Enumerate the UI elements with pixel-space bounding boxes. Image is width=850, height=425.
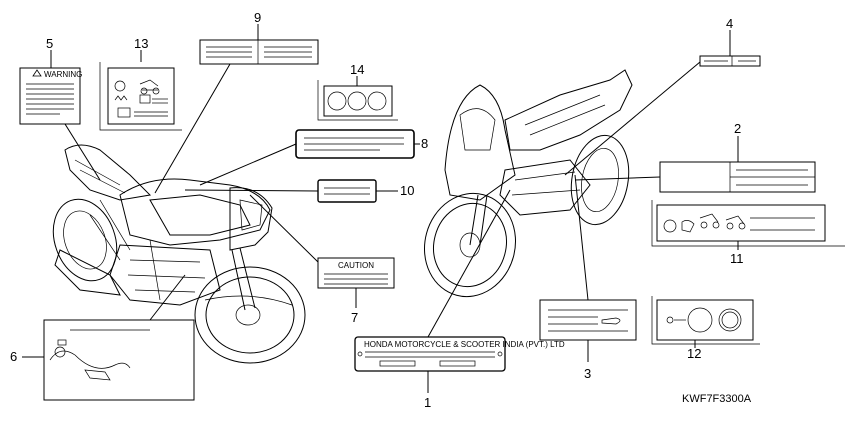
label-8 — [295, 129, 415, 159]
label-13 — [99, 62, 182, 131]
right-motorcycle-illustration — [423, 69, 633, 298]
label-10 — [317, 179, 377, 203]
label-11 — [651, 200, 845, 247]
callout-8: 8 — [421, 136, 428, 151]
diagram-code: KWF7F3300A — [682, 393, 752, 405]
callout-3: 3 — [584, 366, 591, 381]
label-3 — [539, 299, 637, 341]
left-motorcycle-illustration — [52, 144, 306, 364]
callout-9: 9 — [254, 10, 261, 25]
label-5-warning: WARNING — [19, 67, 82, 125]
callout-11: 11 — [730, 251, 744, 266]
label-7-caution: CAUTION — [317, 257, 395, 289]
callout-2: 2 — [734, 121, 741, 136]
label-14 — [317, 80, 398, 121]
callout-13: 13 — [134, 36, 148, 51]
callout-5: 5 — [46, 36, 53, 51]
label-2 — [659, 161, 816, 193]
callout-10: 10 — [400, 183, 414, 198]
callout-14: 14 — [350, 62, 364, 77]
callout-6: 6 — [10, 349, 17, 364]
label-9 — [199, 39, 319, 65]
label-6 — [43, 319, 195, 401]
callout-7: 7 — [351, 310, 358, 325]
callout-12: 12 — [687, 346, 701, 361]
label-1-plate: HONDA MOTORCYCLE & SCOOTER INDIA (PVT.) … — [354, 336, 565, 372]
callout-1: 1 — [424, 395, 431, 410]
plate-text: HONDA MOTORCYCLE & SCOOTER INDIA (PVT.) … — [364, 340, 565, 349]
caution-text: CAUTION — [338, 261, 374, 270]
label-12 — [651, 296, 760, 345]
callout-4: 4 — [726, 16, 733, 31]
warning-text: WARNING — [44, 70, 82, 79]
label-4 — [699, 55, 761, 67]
